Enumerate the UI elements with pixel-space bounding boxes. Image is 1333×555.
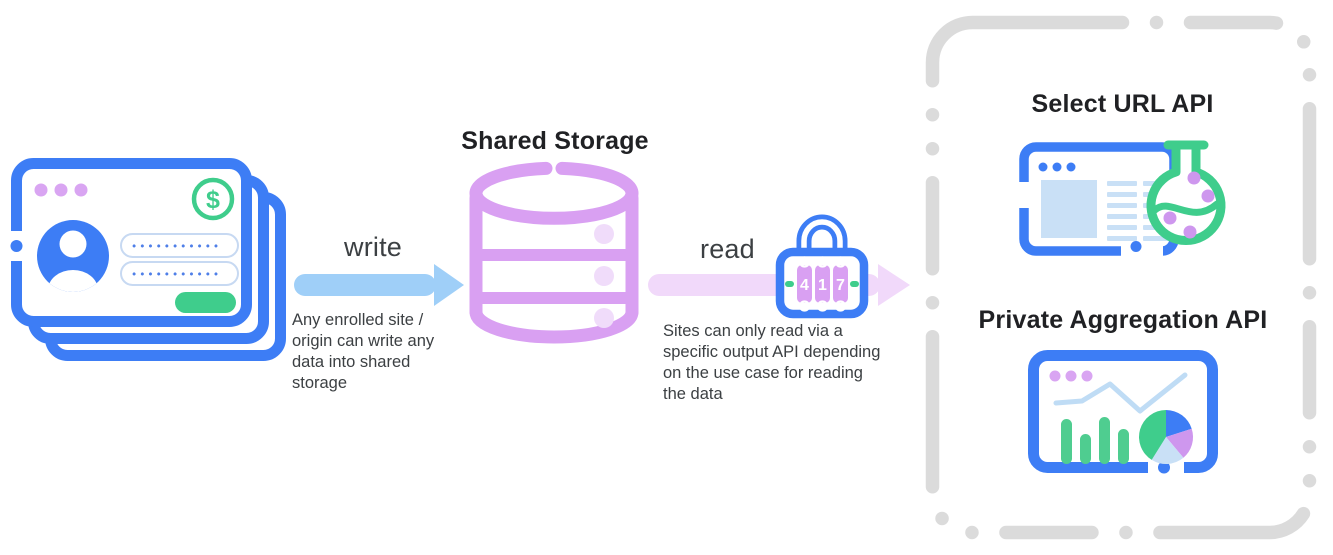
bar-chart — [1061, 417, 1129, 464]
combination-padlock-icon: 4 1 7 — [775, 214, 869, 319]
stacked-browser-windows-icon: $ ••••••••••• ••••••••••• — [10, 158, 286, 361]
write-arrow-icon — [294, 264, 464, 306]
lock-dash-right — [850, 281, 859, 287]
lock-digit-wheels: 4 1 7 — [797, 256, 848, 312]
private-aggregation-api-title: Private Aggregation API — [978, 306, 1268, 334]
write-label: write — [344, 232, 403, 262]
lock-dash-left — [785, 281, 794, 287]
shared-storage-title: Shared Storage — [461, 127, 649, 155]
submit-button-shape — [175, 292, 236, 313]
read-caption: Sites can only read via a specific outpu… — [663, 322, 881, 404]
dollar-icon: $ — [191, 177, 235, 221]
output-apis-dashed-border — [925, 15, 1317, 540]
svg-text:$: $ — [206, 186, 220, 214]
svg-text:4: 4 — [800, 277, 809, 294]
flask-bubbles — [1163, 171, 1215, 239]
content-thumbnail — [1041, 180, 1097, 238]
write-caption: Any enrolled site / origin can write any… — [292, 311, 435, 393]
line-chart — [1053, 372, 1188, 414]
svg-text:•••••••••••: ••••••••••• — [131, 241, 221, 253]
avatar — [37, 220, 109, 292]
svg-text:7: 7 — [836, 277, 845, 294]
database-row-dots — [594, 224, 614, 328]
svg-text:1: 1 — [818, 277, 827, 294]
password-field-2: ••••••••••• — [120, 261, 239, 286]
window-control-dots-icon — [1038, 162, 1076, 172]
border-dot — [1130, 241, 1142, 252]
svg-text:•••••••••••: ••••••••••• — [131, 269, 221, 281]
flask-icon — [1146, 140, 1226, 245]
database-cylinder-icon — [469, 161, 639, 344]
select-url-api-title: Select URL API — [1031, 90, 1214, 118]
border-dot — [10, 240, 23, 252]
read-label: read — [700, 234, 755, 264]
window-control-dots-icon — [34, 183, 88, 197]
border-dot — [1158, 461, 1170, 474]
pie-chart — [1139, 410, 1194, 465]
browser-window-with-flask-icon — [1018, 140, 1226, 257]
password-field-1: ••••••••••• — [120, 233, 239, 258]
dashboard-charts-icon — [1028, 350, 1218, 474]
window-control-dots-icon — [1049, 370, 1093, 382]
